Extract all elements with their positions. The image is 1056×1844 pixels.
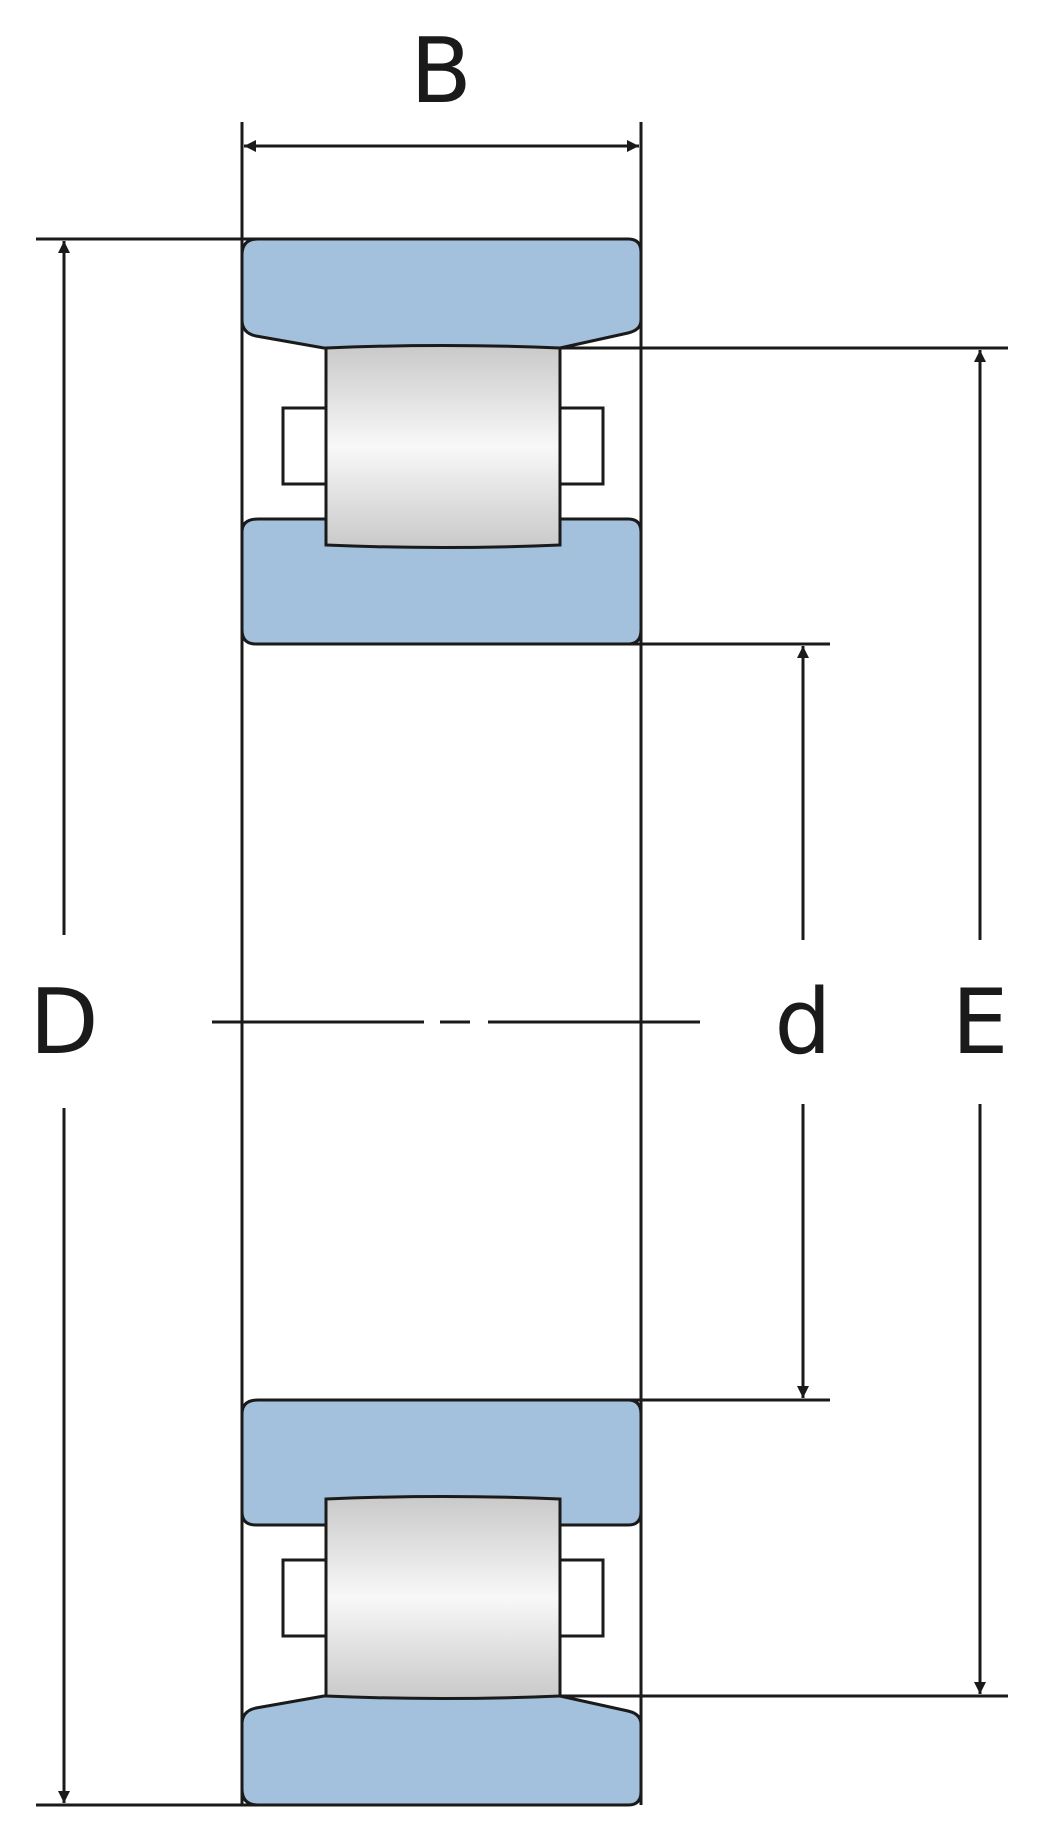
cage-top-right [558,406,605,486]
cage-top-left [281,406,328,486]
label-b: B [410,19,472,124]
roller-bottom [324,1495,562,1700]
outer-ring-top [240,237,643,350]
outer-ring-bottom [240,1694,643,1807]
cage-bottom-right [558,1558,605,1638]
inner-ring-top [240,517,643,646]
cage-bottom-left [281,1558,328,1638]
label-d-bore: d [774,970,831,1075]
roller-top [324,344,562,549]
label-d-outer: D [29,970,98,1075]
inner-ring-bottom [240,1398,643,1527]
label-e: E [952,970,1009,1075]
